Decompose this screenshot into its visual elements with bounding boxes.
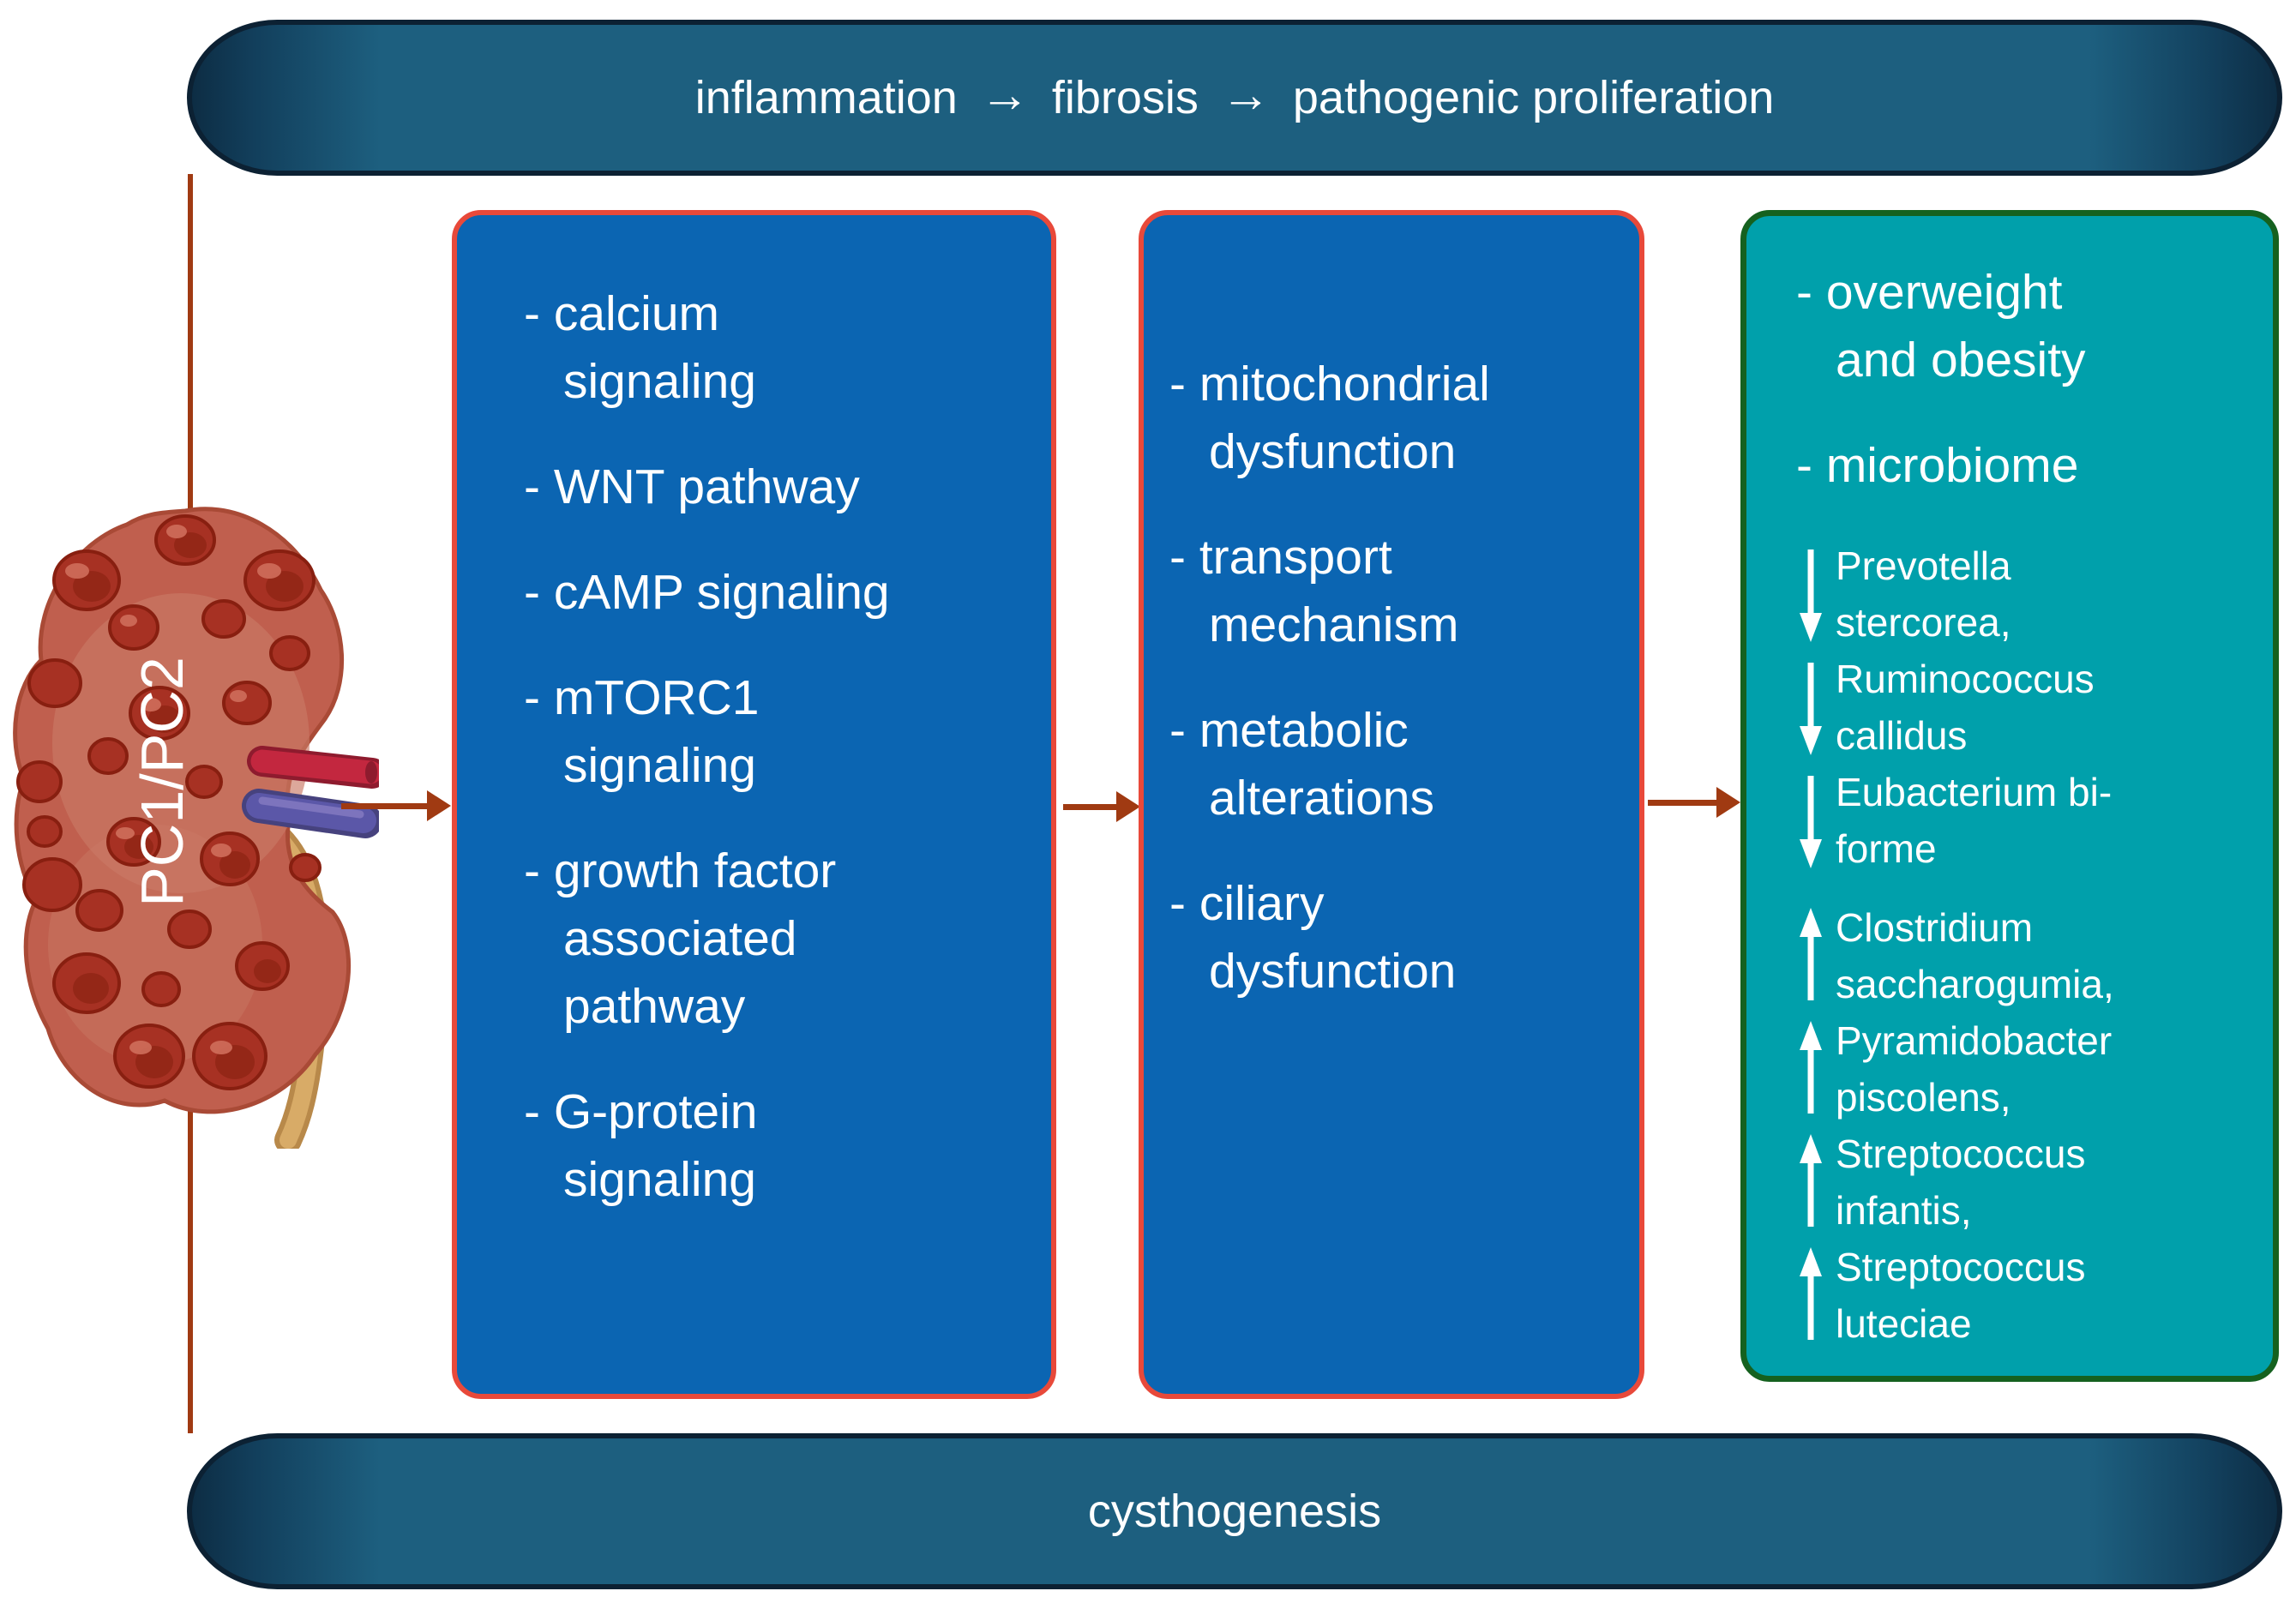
down-arrow-icon [1796, 771, 1825, 870]
right-arrow-icon: → [1220, 67, 1271, 123]
cyst-shadows [73, 532, 304, 1079]
list-item: - cAMP signaling [524, 559, 1036, 627]
list-line: - WNT pathway [524, 459, 860, 514]
down-arrow-icon [1796, 544, 1825, 644]
bacteria-name: Clostridium saccharogumia, [1836, 905, 2114, 1006]
bacteria-entry: Prevotella stercorea, [1796, 537, 2259, 651]
renal-vein [246, 793, 376, 833]
bacteria-name: Pyramidobacter piscolens, [1836, 1018, 2113, 1120]
banner-step-inflammation: inflammation [694, 72, 958, 123]
list-item: - overweight and obesity [1796, 259, 2259, 394]
bacteria-entry: Streptococcus luteciae [1796, 1239, 2259, 1352]
list-line: - mTORC1 [524, 670, 760, 725]
list-line: signaling [563, 1152, 756, 1207]
list-item: - transport mechanism [1169, 524, 1627, 659]
list-line: and obesity [1836, 333, 2086, 387]
list-item: - microbiome [1796, 432, 2259, 500]
bottom-banner: cysthogenesis [187, 1433, 2282, 1589]
up-arrow-icon [1796, 1019, 1825, 1119]
list-line: - metabolic [1169, 703, 1409, 758]
list-line: dysfunction [1209, 944, 1457, 999]
right-arrow-icon: → [979, 67, 1030, 123]
arrow-shaft [341, 803, 430, 809]
arrow-head [1716, 787, 1740, 818]
bacteria-entry: Clostridium saccharogumia, [1796, 899, 2259, 1012]
list-line: dysfunction [1209, 424, 1457, 479]
list-line: - growth factor [524, 844, 837, 898]
arrow-head [1116, 791, 1140, 822]
bacteria-entry: Ruminococcus callidus [1796, 651, 2259, 764]
kidney-label: PC1/PC2 [129, 657, 195, 907]
list-line: - overweight [1796, 265, 2063, 320]
list-item: - metabolic alterations [1169, 697, 1627, 832]
arrow-head [427, 790, 451, 821]
down-arrow-icon [1796, 657, 1825, 757]
banner-step-pathogenic-proliferation: pathogenic proliferation [1292, 72, 1775, 123]
cyst-highlights [65, 525, 281, 1054]
banner-step-fibrosis: fibrosis [1051, 72, 1199, 123]
list-line: - ciliary [1169, 876, 1325, 931]
bacteria-name: Prevotella stercorea, [1836, 543, 2011, 645]
bacteria-entry: Eubacterium bi- forme [1796, 764, 2259, 877]
list-line: associated [563, 911, 797, 966]
list-line: - transport [1169, 530, 1392, 585]
artery-opening [365, 761, 377, 783]
bacteria-name: Streptococcus infantis, [1836, 1132, 2086, 1233]
kidney-svg: PC1/PC2 [13, 507, 388, 1154]
list-line: - cAMP signaling [524, 565, 890, 620]
list-line: alterations [1209, 771, 1434, 826]
list-line: pathway [563, 979, 746, 1034]
bacteria-list: Prevotella stercorea, Ruminococcus calli… [1796, 537, 2259, 1352]
bacteria-entry: Pyramidobacter piscolens, [1796, 1012, 2259, 1126]
list-item: - ciliary dysfunction [1169, 870, 1627, 1006]
list-item: - mitochondrial dysfunction [1169, 351, 1627, 486]
list-line: - mitochondrial [1169, 357, 1490, 411]
up-arrow-icon [1796, 906, 1825, 1006]
list-line: signaling [563, 738, 756, 793]
bacteria-name: Streptococcus luteciae [1836, 1245, 2086, 1346]
list-line: - calcium [524, 286, 720, 341]
kidney-light-patch [52, 593, 310, 893]
arrow-shaft [1063, 804, 1120, 810]
bacteria-name: Eubacterium bi- forme [1836, 770, 2113, 871]
list-item: - growth factor associated pathway [524, 838, 1036, 1041]
banner-label-cysthogenesis: cysthogenesis [1087, 1486, 1382, 1537]
list-line: - microbiome [1796, 438, 2079, 493]
list-line: mechanism [1209, 597, 1459, 652]
list-line: - G-protein [524, 1084, 758, 1139]
top-banner: inflammation → fibrosis → pathogenic pro… [187, 20, 2282, 176]
bacteria-name: Ruminococcus callidus [1836, 657, 2095, 758]
renal-artery [250, 749, 382, 784]
bacteria-entry: Streptococcus infantis, [1796, 1126, 2259, 1239]
list-line: signaling [563, 354, 756, 409]
list-item: - G-protein signaling [524, 1078, 1036, 1214]
microbiome-box: - overweight and obesity - microbiome Pr… [1740, 210, 2279, 1382]
list-item: - mTORC1 signaling [524, 664, 1036, 800]
polycystic-kidney-illustration: PC1/PC2 [5, 499, 388, 1154]
list-item: - calcium signaling [524, 280, 1036, 416]
renal-vein-highlight [258, 796, 364, 819]
cellular-dysfunction-box: - mitochondrial dysfunction - transport … [1139, 210, 1644, 1399]
list-item: - WNT pathway [524, 453, 1036, 521]
arrow-shaft [1648, 800, 1720, 806]
up-arrow-icon [1796, 1132, 1825, 1232]
up-arrow-icon [1796, 1246, 1825, 1345]
signaling-pathways-box: - calcium signaling - WNT pathway - cAMP… [452, 210, 1056, 1399]
